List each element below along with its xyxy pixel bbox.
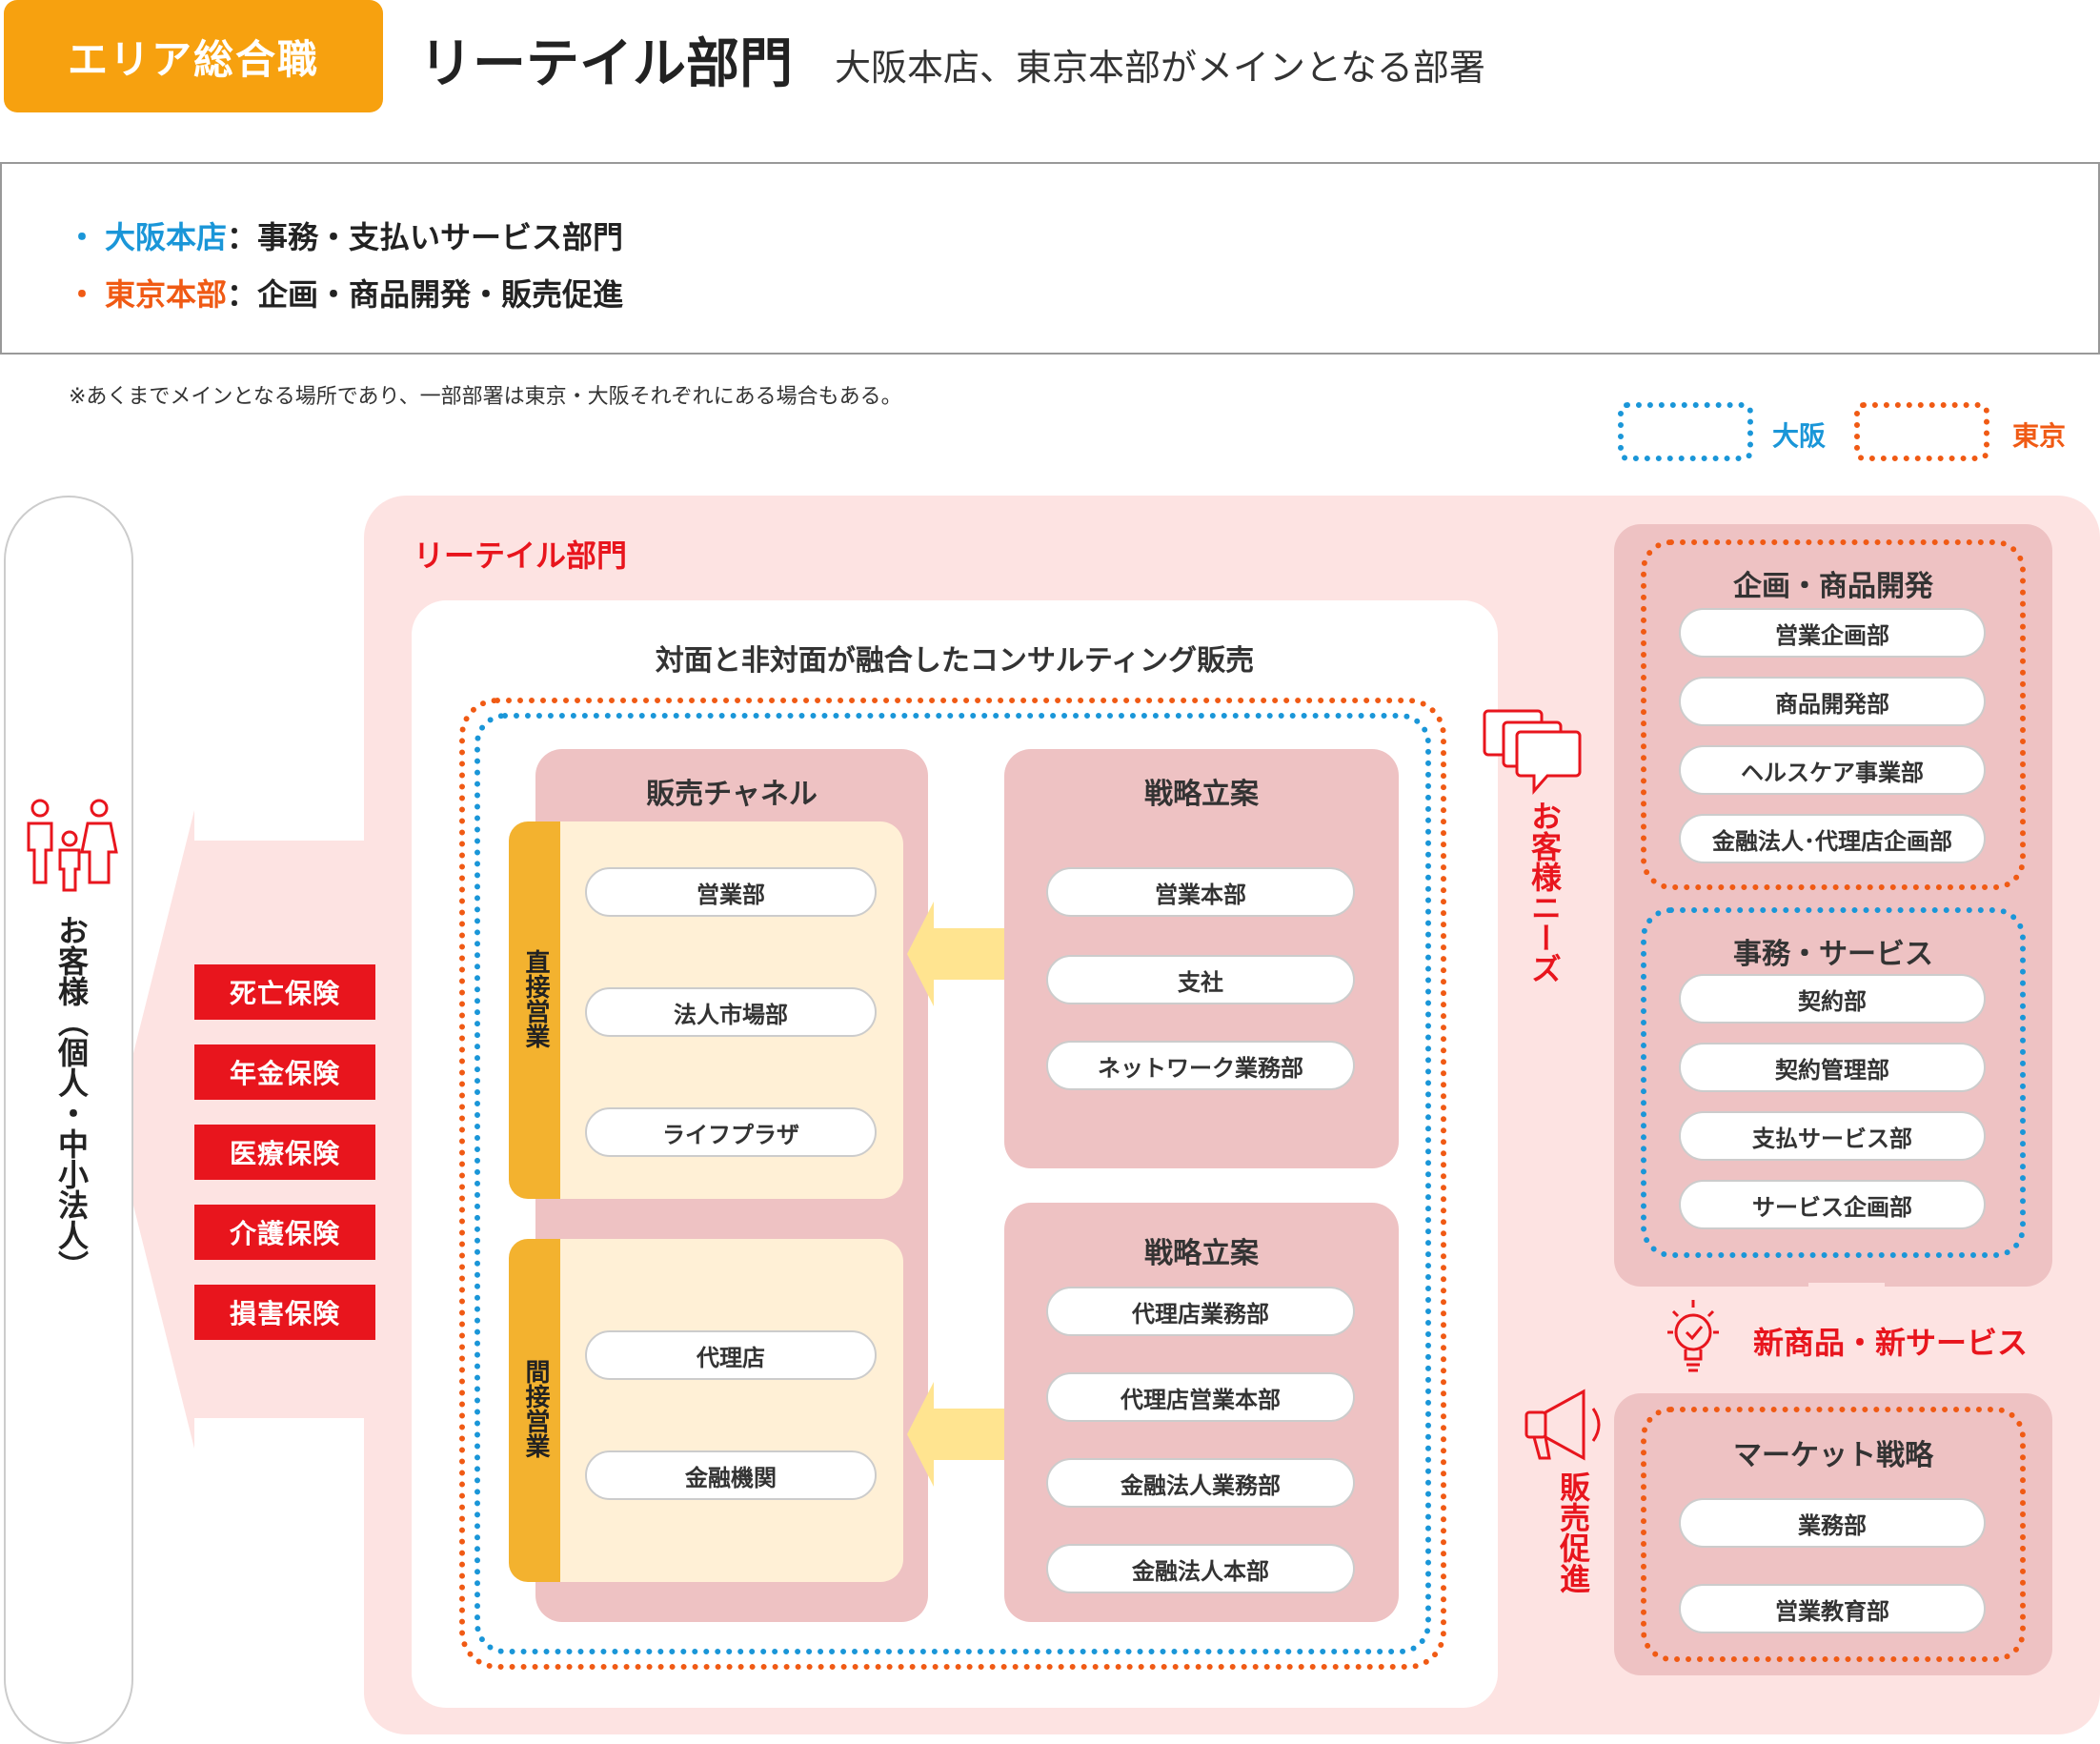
customer-column bbox=[4, 496, 133, 1744]
unit-operations: 業務部 bbox=[1679, 1498, 1986, 1548]
unit-financial-institution: 金融機関 bbox=[585, 1450, 877, 1500]
unit-service-planning: サービス企画部 bbox=[1679, 1180, 1986, 1229]
unit-sales-planning: 営業企画部 bbox=[1679, 608, 1986, 658]
info-tokyo: ・東京本部：企画・商品開発・販売促進 bbox=[67, 271, 623, 314]
unit-fin-corp-ops: 金融法人業務部 bbox=[1046, 1458, 1355, 1508]
right-arrow bbox=[1505, 839, 1610, 943]
planning-title: 企画・商品開発 bbox=[1733, 570, 1933, 603]
legend-tokyo-swatch bbox=[1854, 402, 1989, 461]
unit-sales-hq: 営業本部 bbox=[1046, 867, 1355, 917]
strategy-title-indirect: 戦略立案 bbox=[1144, 1237, 1259, 1270]
family-icon bbox=[27, 799, 118, 892]
admin-title: 事務・サービス bbox=[1733, 938, 1933, 971]
info-osaka-desc: ：事務・支払いサービス部門 bbox=[227, 219, 624, 255]
unit-branch: 支社 bbox=[1046, 955, 1355, 1004]
strategy-title-direct: 戦略立案 bbox=[1144, 778, 1259, 811]
left-arrow bbox=[1500, 1485, 1605, 1590]
sales-channel-title: 販売チャネル bbox=[646, 778, 818, 811]
unit-agency-ops: 代理店業務部 bbox=[1046, 1287, 1355, 1336]
sales-promo-label: 販売促進 bbox=[1555, 1471, 1591, 1593]
page-subtitle: 大阪本店、東京本部がメインとなる部署 bbox=[835, 47, 1485, 89]
indirect-sales-sidebar bbox=[509, 1239, 562, 1582]
direct-sales-sidebar bbox=[509, 821, 562, 1199]
market-tokyo-border bbox=[1641, 1407, 2026, 1662]
megaphone-icon bbox=[1525, 1389, 1601, 1461]
bullet: ・ bbox=[67, 219, 98, 255]
bidirectional-arrow-top bbox=[907, 902, 1042, 1006]
unit-payment-service: 支払サービス部 bbox=[1679, 1111, 1986, 1161]
info-osaka-name: 大阪本店 bbox=[105, 219, 228, 255]
unit-fin-agency-planning: 金融法人･代理店企画部 bbox=[1679, 814, 1986, 863]
consulting-sales-title: 対面と非対面が融合したコンサルティング販売 bbox=[655, 644, 1255, 678]
chat-bubbles-icon bbox=[1483, 709, 1582, 795]
unit-healthcare: ヘルスケア事業部 bbox=[1679, 745, 1986, 795]
direct-sales-label: 直接営業 bbox=[521, 949, 550, 1048]
unit-corporate-market-dept: 法人市場部 bbox=[585, 987, 877, 1037]
product-annuity-insurance: 年金保険 bbox=[194, 1044, 375, 1100]
info-tokyo-desc: ：企画・商品開発・販売促進 bbox=[227, 276, 624, 313]
down-arrow bbox=[1787, 1283, 1906, 1397]
bidirectional-arrow-bottom bbox=[907, 1382, 1042, 1487]
unit-agency-sales-hq: 代理店営業本部 bbox=[1046, 1372, 1355, 1422]
tokyo-dotted-border bbox=[459, 698, 1446, 1670]
osaka-dotted-border bbox=[475, 713, 1431, 1654]
indirect-sales-box bbox=[560, 1239, 903, 1582]
footnote: ※あくまでメインとなる場所であり、一部部署は東京・大阪それぞれにある場合もある。 bbox=[69, 385, 902, 409]
unit-sales-dept: 営業部 bbox=[585, 867, 877, 917]
planning-tokyo-border bbox=[1641, 539, 2026, 890]
bullet: ・ bbox=[67, 276, 98, 313]
retail-label: リーテイル部門 bbox=[414, 537, 628, 574]
new-products-label: 新商品・新サービス bbox=[1753, 1325, 2029, 1361]
location-info-box: ・大阪本店：事務・支払いサービス部門 ・東京本部：企画・商品開発・販売促進 bbox=[0, 162, 2100, 355]
unit-product-dev: 商品開発部 bbox=[1679, 677, 1986, 726]
legend-tokyo-label: 東京 bbox=[2012, 420, 2067, 452]
customer-label: お客様（個人・中小法人） bbox=[53, 915, 90, 1281]
info-tokyo-name: 東京本部 bbox=[105, 276, 228, 313]
unit-contract-mgmt: 契約管理部 bbox=[1679, 1043, 1986, 1092]
unit-life-plaza: ライフプラザ bbox=[585, 1107, 877, 1157]
legend-osaka-swatch bbox=[1618, 402, 1753, 461]
page-title: リーテイル部門 bbox=[419, 33, 793, 95]
unit-sales-education: 営業教育部 bbox=[1679, 1584, 1986, 1633]
admin-osaka-border bbox=[1641, 907, 2026, 1258]
product-care-insurance: 介護保険 bbox=[194, 1205, 375, 1260]
unit-network-ops: ネットワーク業務部 bbox=[1046, 1041, 1355, 1090]
market-strategy-title: マーケット戦略 bbox=[1733, 1439, 1933, 1472]
legend-osaka-label: 大阪 bbox=[1772, 420, 1827, 452]
product-death-insurance: 死亡保険 bbox=[194, 964, 375, 1020]
indirect-sales-label: 間接営業 bbox=[521, 1359, 550, 1458]
customer-needs-label: お客様ニーズ bbox=[1526, 801, 1563, 984]
unit-fin-corp-hq: 金融法人本部 bbox=[1046, 1544, 1355, 1593]
info-osaka: ・大阪本店：事務・支払いサービス部門 bbox=[67, 213, 623, 257]
lightbulb-icon bbox=[1667, 1300, 1719, 1372]
unit-agency: 代理店 bbox=[585, 1330, 877, 1380]
product-damage-insurance: 損害保険 bbox=[194, 1285, 375, 1340]
product-medical-insurance: 医療保険 bbox=[194, 1125, 375, 1180]
unit-contract: 契約部 bbox=[1679, 974, 1986, 1024]
category-badge: エリア総合職 bbox=[4, 0, 383, 112]
